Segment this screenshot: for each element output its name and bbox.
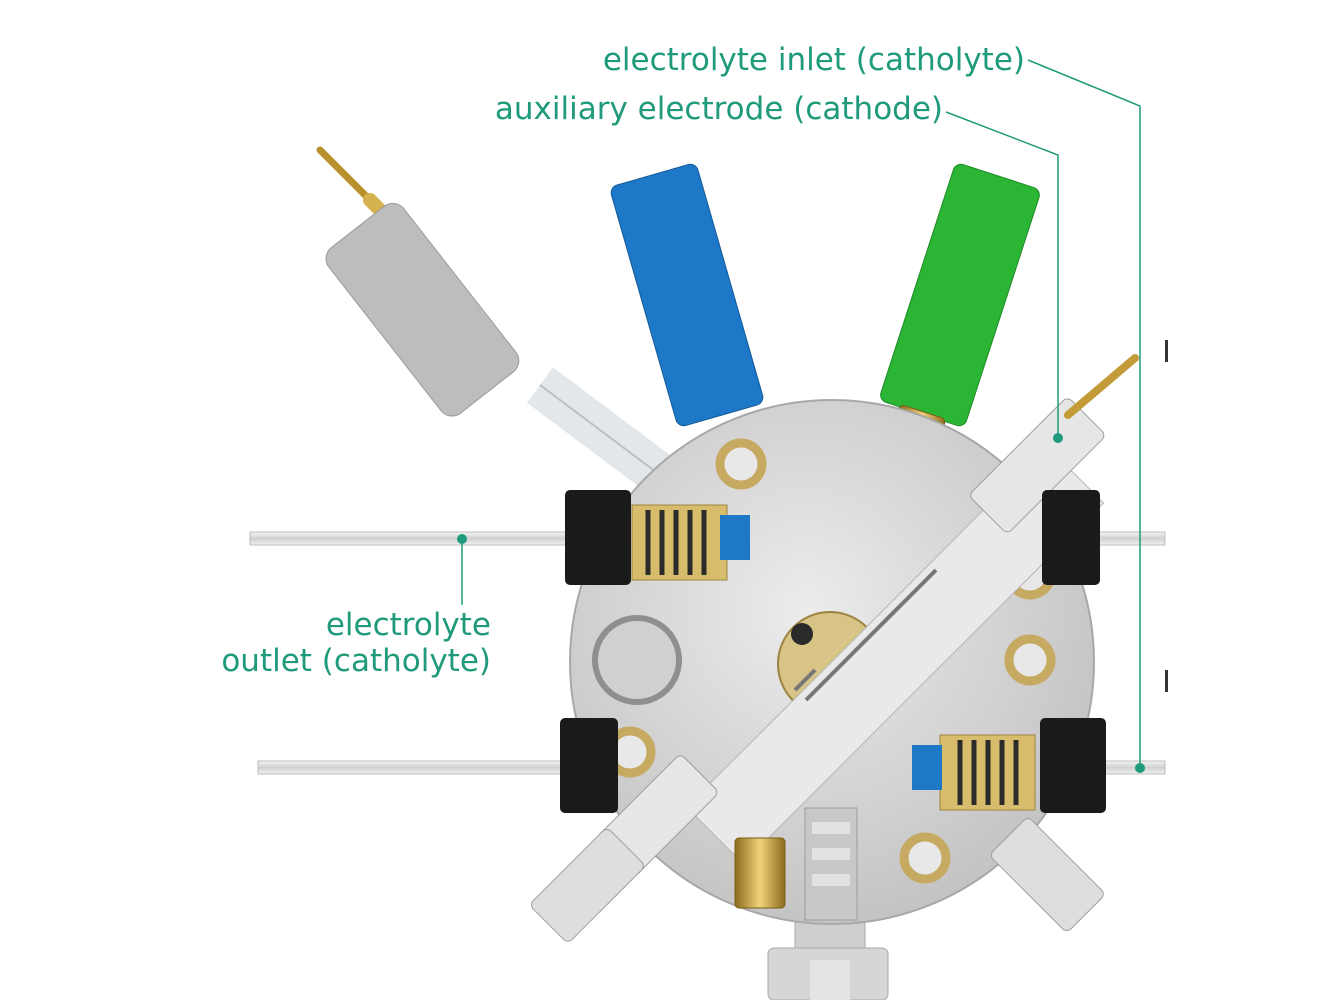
label-auxiliary-electrode: auxiliary electrode (cathode) bbox=[494, 91, 943, 127]
diagonal-electrode-assembly bbox=[531, 354, 1139, 942]
bottom-stem bbox=[767, 917, 889, 1000]
annotation-dots bbox=[457, 433, 1145, 773]
label-electrolyte-outlet-line2: outlet (catholyte) bbox=[221, 643, 491, 679]
label-electrolyte-inlet: electrolyte inlet (catholyte) bbox=[602, 42, 1025, 78]
threaded-inserts bbox=[631, 504, 1036, 811]
reference-electrode bbox=[316, 146, 674, 493]
inlet-leader bbox=[1027, 59, 1141, 768]
bottom-slot bbox=[734, 807, 858, 921]
edge-marks bbox=[1165, 340, 1168, 692]
blue-connector bbox=[610, 163, 764, 427]
label-electrolyte-outlet-line1: electrolyte bbox=[325, 607, 491, 643]
inlet-tube bbox=[257, 760, 1166, 775]
aux-leader bbox=[945, 111, 1059, 438]
black-fittings bbox=[560, 490, 1106, 813]
label-electrolyte-outlet: electrolyte outlet (catholyte) bbox=[221, 607, 491, 679]
annotation-leaders bbox=[461, 59, 1141, 768]
